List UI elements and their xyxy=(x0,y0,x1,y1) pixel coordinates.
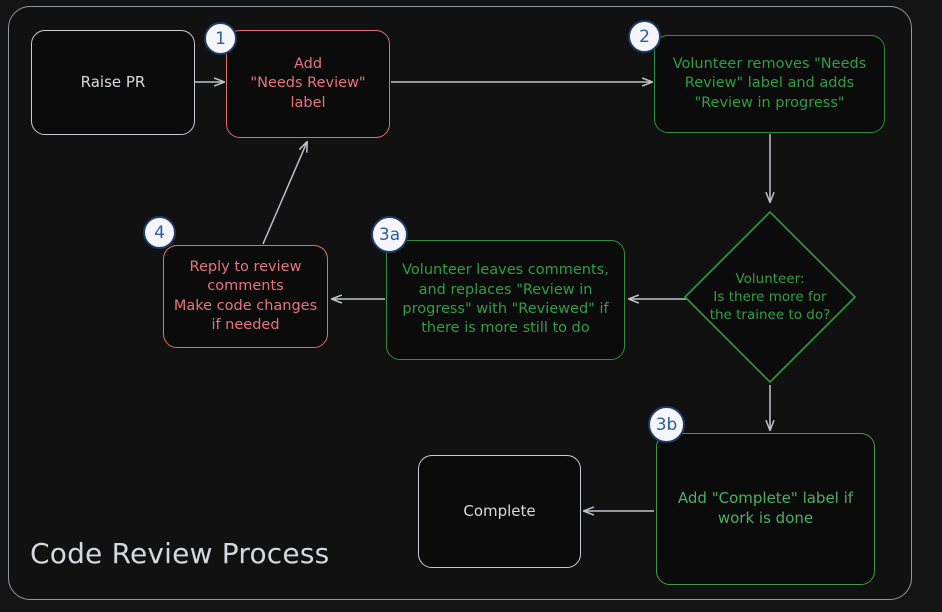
node-step2[interactable]: Volunteer removes "Needs Review" label a… xyxy=(654,35,885,133)
node-step4[interactable]: Reply to review comments Make code chang… xyxy=(163,245,328,348)
node-step2-label: Volunteer removes "Needs Review" label a… xyxy=(672,56,867,111)
badge-step2-label: 2 xyxy=(639,26,650,47)
diamond-shape xyxy=(684,211,856,383)
node-step4-label: Reply to review comments Make code chang… xyxy=(173,258,318,333)
node-raise-pr-label: Raise PR xyxy=(80,72,146,91)
node-step3b[interactable]: Add "Complete" label if work is done xyxy=(656,433,875,585)
node-step3a-label: Volunteer leaves comments, and replaces … xyxy=(402,262,609,337)
node-raise-pr[interactable]: Raise PR xyxy=(31,30,195,135)
badge-step3a-label: 3a xyxy=(378,224,401,245)
badge-step2[interactable]: 2 xyxy=(628,20,661,53)
badge-step3b[interactable]: 3b xyxy=(648,406,685,443)
badge-step4[interactable]: 4 xyxy=(143,216,176,249)
node-step3a[interactable]: Volunteer leaves comments, and replaces … xyxy=(386,240,625,360)
node-decision-label: Volunteer: Is there more for the trainee… xyxy=(709,270,831,324)
page-title: Code Review Process xyxy=(30,537,330,570)
node-complete[interactable]: Complete xyxy=(418,455,581,568)
badge-step3b-label: 3b xyxy=(655,414,678,435)
badge-step3a[interactable]: 3a xyxy=(371,216,408,253)
badge-step1-label: 1 xyxy=(215,28,226,49)
node-complete-label: Complete xyxy=(463,501,536,520)
node-step1-label: Add "Needs Review" label xyxy=(250,56,366,111)
node-step1[interactable]: Add "Needs Review" label xyxy=(226,30,390,138)
node-decision[interactable]: Volunteer: Is there more for the trainee… xyxy=(679,206,861,388)
edge-step4-step1 xyxy=(262,142,307,245)
badge-step4-label: 4 xyxy=(154,222,165,243)
node-step3b-label: Add "Complete" label if work is done xyxy=(677,489,854,527)
badge-step1[interactable]: 1 xyxy=(204,22,237,55)
